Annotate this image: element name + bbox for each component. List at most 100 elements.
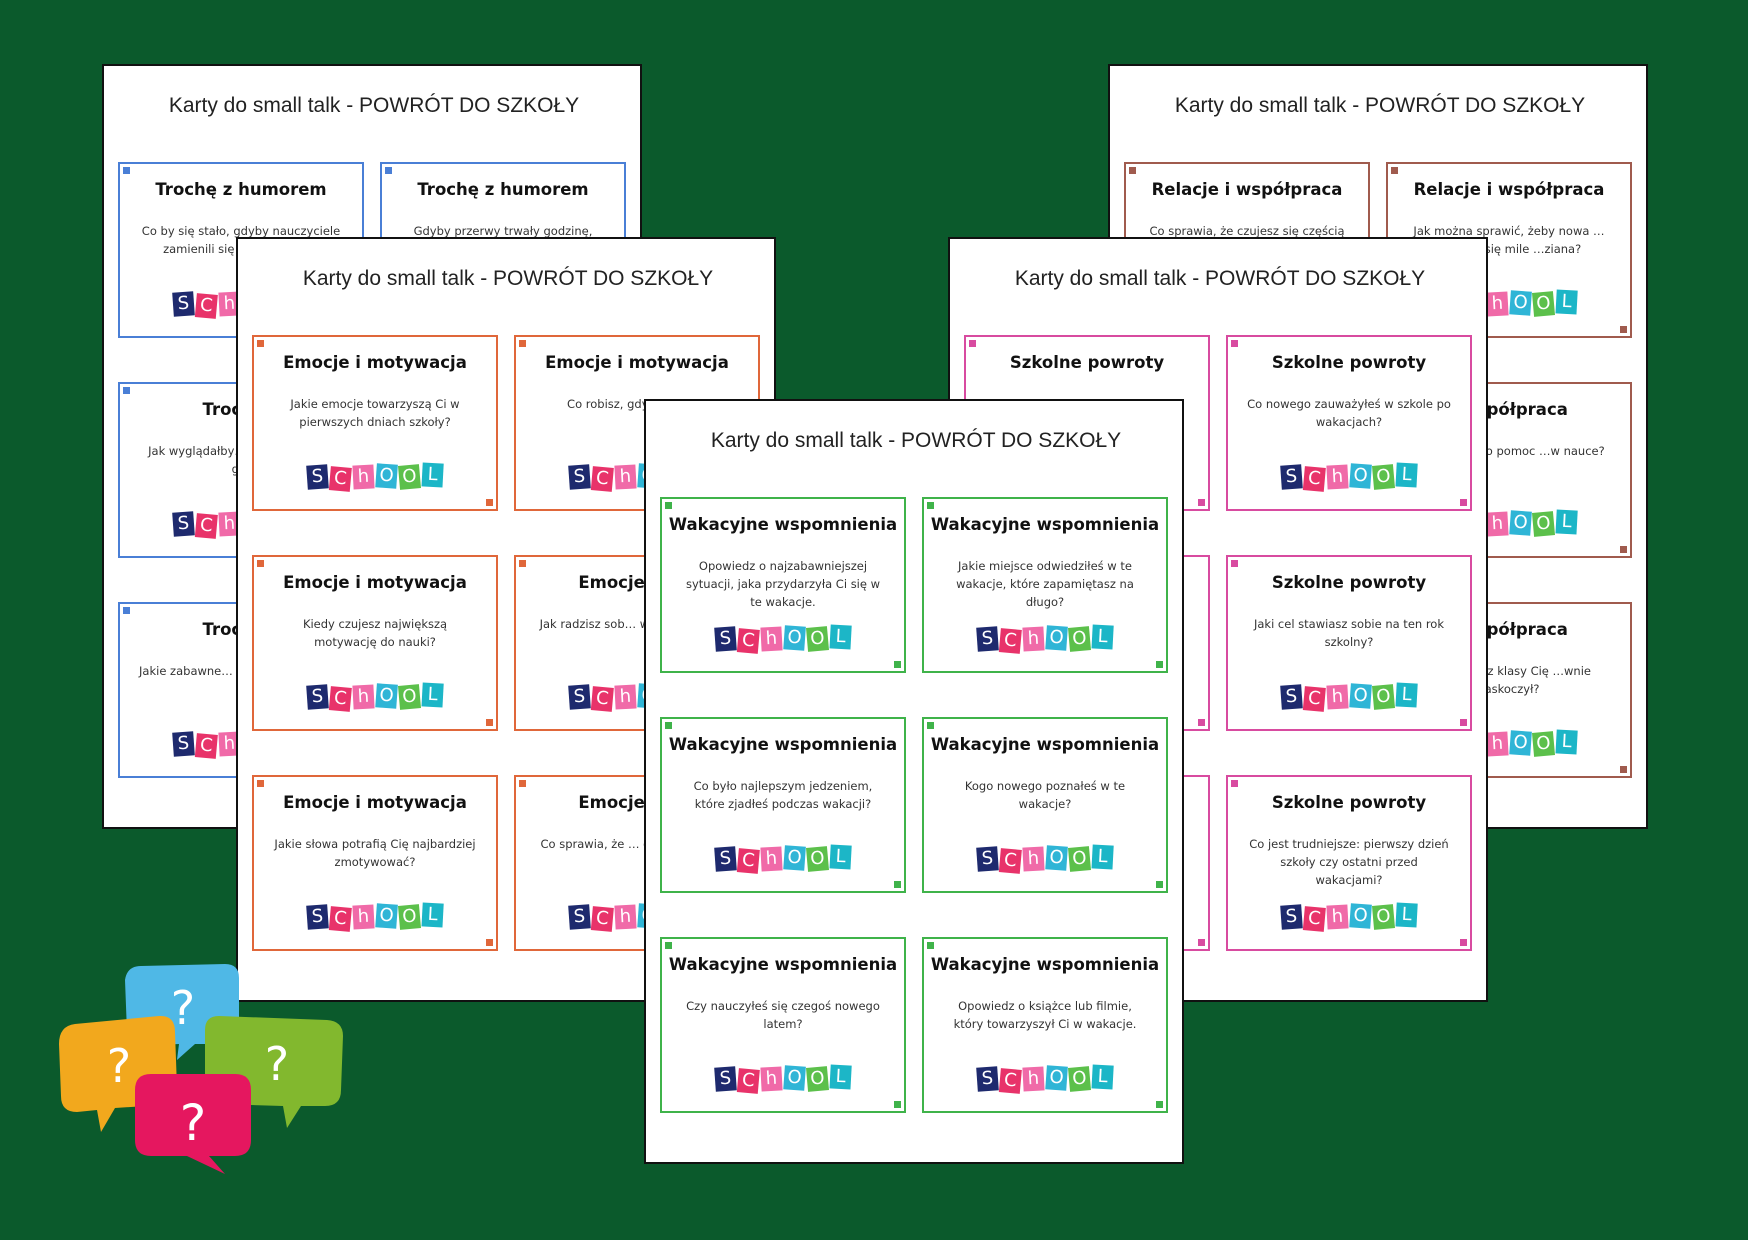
logo-letter: L xyxy=(1395,682,1418,708)
logo-letter: O xyxy=(805,846,830,872)
logo-letter: O xyxy=(1067,626,1092,652)
card: Wakacyjne wspomnienia Co było najlepszym… xyxy=(660,717,906,893)
logo-letter: O xyxy=(805,1066,830,1092)
sheet-title: Karty do small talk - POWRÓT DO SZKOŁY xyxy=(710,429,1122,452)
logo-letter: O xyxy=(1371,904,1396,930)
card-question: Gdyby przerwy trwały godzinę, xyxy=(413,224,593,238)
logo-letter: O xyxy=(805,626,830,652)
logo-letter: O xyxy=(1349,463,1372,489)
logo-letter: S xyxy=(568,904,591,930)
card: Szkolne powroty Co jest trudniejsze: pie… xyxy=(1226,775,1472,951)
logo-letter: h xyxy=(614,684,637,710)
sheet-title: Karty do small talk - POWRÓT DO SZKOŁY xyxy=(168,94,580,117)
logo-letter: h xyxy=(1486,511,1509,537)
card-title: Emocje i motywacja xyxy=(283,573,467,592)
logo-letter: L xyxy=(1555,729,1578,755)
logo-letter: h xyxy=(1022,626,1045,652)
logo-letter: h xyxy=(760,1066,783,1092)
sheet-title: Karty do small talk - POWRÓT DO SZKOŁY xyxy=(1014,267,1426,290)
logo-letter: O xyxy=(783,625,806,651)
bubble-label: ? xyxy=(171,981,195,1035)
logo-letter: h xyxy=(760,626,783,652)
card-title: Wakacyjne wspomnienia xyxy=(930,955,1160,974)
logo-letter: h xyxy=(352,904,375,930)
logo-letter: O xyxy=(1349,903,1372,929)
logo-letter: S xyxy=(568,464,591,490)
logo-letter: C xyxy=(736,1068,760,1094)
card: Wakacyjne wspomnienia Opowiedz o książce… xyxy=(922,937,1168,1113)
logo-letter: O xyxy=(1531,511,1556,537)
logo-letter: h xyxy=(1022,846,1045,872)
logo-letter: S xyxy=(568,684,591,710)
logo-letter: h xyxy=(352,464,375,490)
card-question: Opowiedz o najzabawniejszej sytuacji, ja… xyxy=(685,559,881,609)
logo-letter: C xyxy=(328,906,352,932)
logo-letter: O xyxy=(1509,510,1532,536)
logo-letter: S xyxy=(306,464,329,490)
logo-letter: O xyxy=(1531,291,1556,317)
logo-letter: O xyxy=(1045,1065,1068,1091)
speech-bubble-pink-icon: ? xyxy=(135,1074,251,1174)
card: Emocje i motywacja Jakie emocje towarzys… xyxy=(252,335,498,511)
card-title: Szkolne powroty xyxy=(1271,353,1427,372)
card-title: Wakacyjne wspomnienia xyxy=(668,735,898,754)
question-bubbles-icon: ? ? ? ? xyxy=(59,964,343,1174)
logo-letter: L xyxy=(1555,289,1578,315)
logo-letter: h xyxy=(1326,464,1349,490)
logo-letter: L xyxy=(829,624,852,650)
logo-letter: S xyxy=(1280,464,1303,490)
logo-letter: C xyxy=(590,686,614,712)
card-title: Relacje i współpraca xyxy=(1413,180,1605,199)
logo-letter: O xyxy=(397,464,422,490)
logo-letter: L xyxy=(1091,844,1114,870)
card: Wakacyjne wspomnienia Kogo nowego poznał… xyxy=(922,717,1168,893)
logo-letter: L xyxy=(421,902,444,928)
logo-letter: C xyxy=(736,628,760,654)
logo-letter: C xyxy=(998,1068,1022,1094)
card-question: Jaki cel stawiasz sobie na ten rok szkol… xyxy=(1253,617,1445,649)
logo-letter: h xyxy=(1326,684,1349,710)
logo-letter: L xyxy=(1091,624,1114,650)
card: Szkolne powroty Co nowego zauważyłeś w s… xyxy=(1226,335,1472,511)
logo-letter: O xyxy=(783,1065,806,1091)
logo-letter: O xyxy=(375,463,398,489)
logo-letter: O xyxy=(375,903,398,929)
logo-letter: L xyxy=(829,844,852,870)
logo-letter: S xyxy=(1280,684,1303,710)
logo-letter: O xyxy=(397,904,422,930)
card-question: Czy nauczyłeś się czegoś nowego latem? xyxy=(686,999,880,1031)
logo-letter: h xyxy=(1022,1066,1045,1092)
logo-letter: S xyxy=(976,846,999,872)
card-title: Szkolne powroty xyxy=(1009,353,1165,372)
card-question: Kogo nowego poznałeś w te wakacje? xyxy=(964,779,1126,811)
logo-letter: O xyxy=(1509,730,1532,756)
card-question: Co sprawia, że czujesz się częścią xyxy=(1149,224,1345,238)
card-title: Emocje i motywacja xyxy=(283,353,467,372)
logo-letter: h xyxy=(614,464,637,490)
card-question: Kiedy czujesz największą motywację do na… xyxy=(302,617,448,649)
logo-letter: L xyxy=(1555,509,1578,535)
card-question: Co nowego zauważyłeś w szkole po wakacja… xyxy=(1247,397,1451,429)
logo-letter: L xyxy=(829,1064,852,1090)
card: Emocje i motywacja Kiedy czujesz najwięk… xyxy=(252,555,498,731)
logo-letter: L xyxy=(1091,1064,1114,1090)
card-question: Jakie słowa potrafią Cię najbardziej zmo… xyxy=(274,837,476,869)
logo-letter: S xyxy=(714,1066,737,1092)
sheet-title: Karty do small talk - POWRÓT DO SZKOŁY xyxy=(1174,94,1586,117)
logo-letter: C xyxy=(1302,906,1326,932)
logo-letter: O xyxy=(1045,625,1068,651)
card-title: Relacje i współpraca xyxy=(1151,180,1343,199)
sheet-wakacje: Karty do small talk - POWRÓT DO SZKOŁY W… xyxy=(644,399,1184,1164)
sheet-title: Karty do small talk - POWRÓT DO SZKOŁY xyxy=(302,267,714,290)
card: Szkolne powroty Jaki cel stawiasz sobie … xyxy=(1226,555,1472,731)
logo-letter: S xyxy=(306,684,329,710)
card: Wakacyjne wspomnienia Czy nauczyłeś się … xyxy=(660,937,906,1113)
